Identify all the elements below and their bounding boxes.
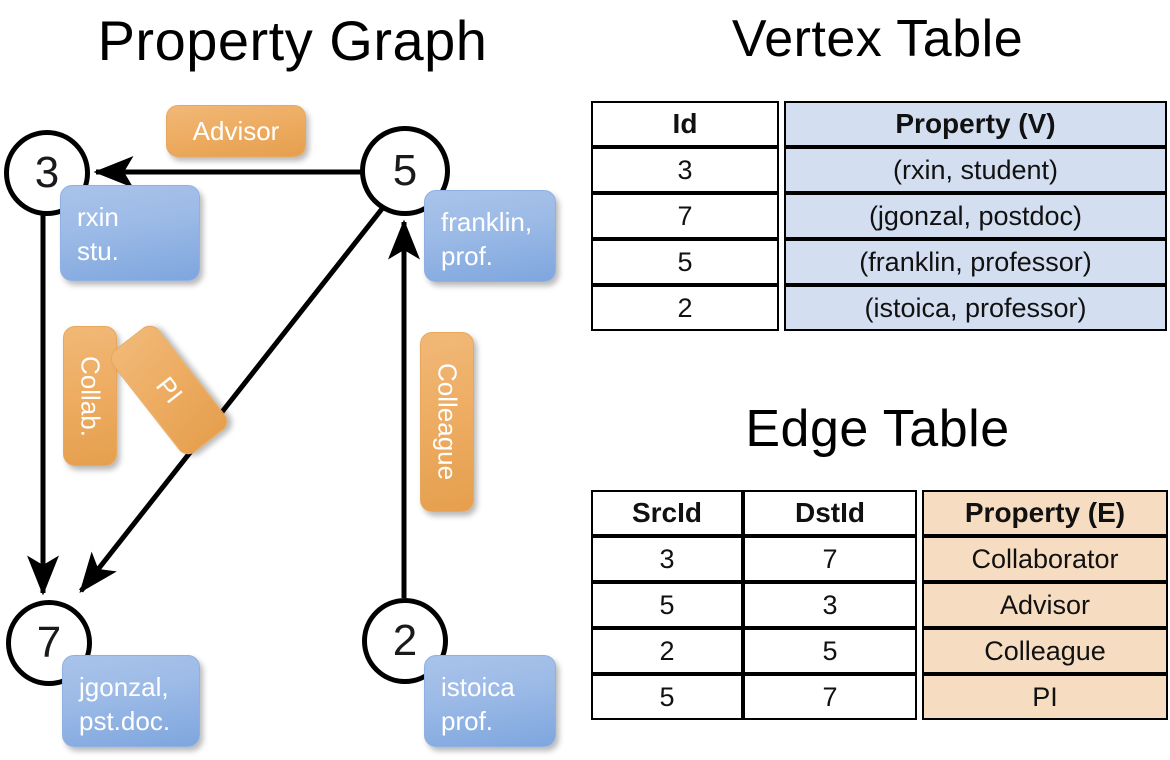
cell-id: 3 <box>591 147 779 193</box>
column-header-id: Id <box>591 101 779 147</box>
edge-table: SrcId DstId Property (E) 3 7 Collaborato… <box>591 490 1168 720</box>
edge-property-label: PI <box>150 370 189 409</box>
cell-dstid: 3 <box>743 582 917 628</box>
cell-srcid: 3 <box>591 536 743 582</box>
vertex-property-line-1: istoica <box>441 672 515 702</box>
table-row[interactable]: 2 5 Colleague <box>591 628 1168 674</box>
cell-property: (franklin, professor) <box>784 239 1167 285</box>
edge-property-label: Colleague <box>432 363 463 481</box>
vertex-property-box-rxin[interactable]: rxin stu. <box>60 185 200 281</box>
column-spacer <box>917 490 922 536</box>
table-header-row: Id Property (V) <box>591 101 1167 147</box>
column-spacer <box>779 101 784 147</box>
table-row[interactable]: 5 3 Advisor <box>591 582 1168 628</box>
cell-id: 5 <box>591 239 779 285</box>
cell-property: (jgonzal, postdoc) <box>784 193 1167 239</box>
edge-pi-5-to-7 <box>79 203 387 593</box>
vertex-property-box-istoica[interactable]: istoica prof. <box>424 655 556 747</box>
column-spacer <box>779 147 784 193</box>
table-row[interactable]: 7 (jgonzal, postdoc) <box>591 193 1167 239</box>
cell-id: 7 <box>591 193 779 239</box>
column-header-dstid: DstId <box>743 490 917 536</box>
page-title-property-graph: Property Graph <box>97 9 488 72</box>
property-graph-diagram: 3 5 7 2 rxin stu. franklin, prof. jgonza… <box>4 105 556 747</box>
graph-node-5[interactable]: 5 <box>360 126 450 216</box>
vertex-property-line-2: prof. <box>441 241 494 271</box>
vertex-property-line-2: prof. <box>441 706 494 736</box>
cell-srcid: 5 <box>591 582 743 628</box>
table-header-row: SrcId DstId Property (E) <box>591 490 1168 536</box>
edge-property-box-advisor[interactable]: Advisor <box>166 105 306 157</box>
column-spacer <box>917 674 922 720</box>
cell-srcid: 2 <box>591 628 743 674</box>
column-spacer <box>779 285 784 331</box>
cell-srcid: 5 <box>591 674 743 720</box>
table-row[interactable]: 5 7 PI <box>591 674 1168 720</box>
table-row[interactable]: 5 (franklin, professor) <box>591 239 1167 285</box>
cell-property: Collaborator <box>922 536 1168 582</box>
column-spacer <box>779 193 784 239</box>
table-row[interactable]: 3 (rxin, student) <box>591 147 1167 193</box>
vertex-property-line-1: franklin, <box>441 207 533 237</box>
edge-property-box-colleague[interactable]: Colleague <box>420 332 474 512</box>
table-row[interactable]: 3 7 Collaborator <box>591 536 1168 582</box>
column-header-property-e: Property (E) <box>922 490 1168 536</box>
vertex-property-box-jgonzal[interactable]: jgonzal, pst.doc. <box>62 655 200 747</box>
edge-property-box-collaborator[interactable]: Collab. <box>63 326 117 466</box>
vertex-property-line-1: rxin <box>77 202 119 232</box>
column-spacer <box>779 239 784 285</box>
table-row[interactable]: 2 (istoica, professor) <box>591 285 1167 331</box>
vertex-property-box-franklin[interactable]: franklin, prof. <box>424 190 556 282</box>
cell-dstid: 7 <box>743 674 917 720</box>
graph-edge-lines <box>27 156 420 598</box>
edge-property-label: Advisor <box>192 115 280 146</box>
vertex-property-line-1: jgonzal, <box>79 672 169 702</box>
vertex-property-line-2: pst.doc. <box>79 706 171 736</box>
vertex-property-line-2: stu. <box>77 236 119 266</box>
vertex-table: Id Property (V) 3 (rxin, student) 7 (jgo… <box>591 101 1167 331</box>
column-header-property-v: Property (V) <box>784 101 1167 147</box>
column-spacer <box>917 536 922 582</box>
cell-property: Advisor <box>922 582 1168 628</box>
page-title-vertex-table: Vertex Table <box>731 10 1024 68</box>
column-spacer <box>917 582 922 628</box>
cell-property: Colleague <box>922 628 1168 674</box>
cell-property: (istoica, professor) <box>784 285 1167 331</box>
cell-id: 2 <box>591 285 779 331</box>
column-header-srcid: SrcId <box>591 490 743 536</box>
column-spacer <box>917 628 922 674</box>
graph-node-2[interactable]: 2 <box>362 598 448 684</box>
cell-property: PI <box>922 674 1168 720</box>
edge-property-label: Collab. <box>75 355 106 437</box>
cell-dstid: 5 <box>743 628 917 674</box>
cell-dstid: 7 <box>743 536 917 582</box>
cell-property: (rxin, student) <box>784 147 1167 193</box>
page-title-edge-table: Edge Table <box>745 400 1010 458</box>
